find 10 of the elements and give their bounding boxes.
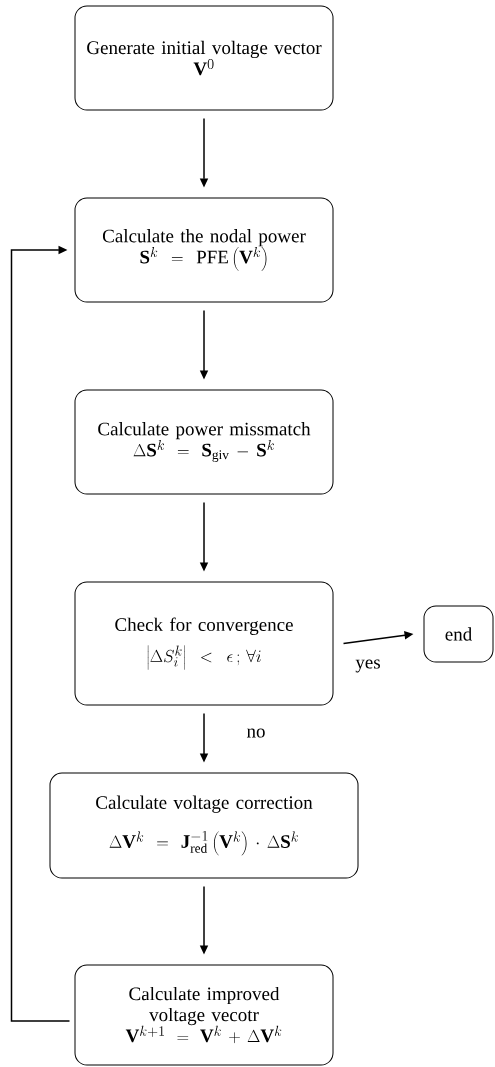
process-box: Calculate improved voltage vecotr $\mathbf{V}^{k+1} = \mathbf{V}^k + \Delta\mathbf{V}^k$: [74, 964, 334, 1066]
process-box: Calculate the nodal power $\mathbf{S}^k = \mathrm{PFE}\left(\mathbf{V}^k\right)$: [74, 197, 334, 303]
edge-label: no: [246, 728, 265, 738]
arrow: [10, 245, 71, 1022]
terminal-box: end: [423, 605, 494, 663]
process-box: Calculate power missmatch $\Delta\mathbf{S}^k = \mathbf{S}_{\mathrm{giv}} - \mathbf{S}^k$: [74, 389, 334, 495]
edge-label: yes: [355, 659, 380, 673]
process-box: Check for convergence $\left|\Delta S_i^k\right| < \epsilon\,;\,\forall i$: [74, 581, 334, 706]
process-box: Calculate voltage correction $\Delta\mathbf{V}^k = \mathbf{J}_{\mathrm{red}}^{-1}\left(\mathbf{V}^k\right)\cdot\Delta\mathbf{S}^k$: [49, 772, 359, 879]
process-box: Generate initial voltage vector $\mathbf{V}^0$: [74, 5, 334, 111]
